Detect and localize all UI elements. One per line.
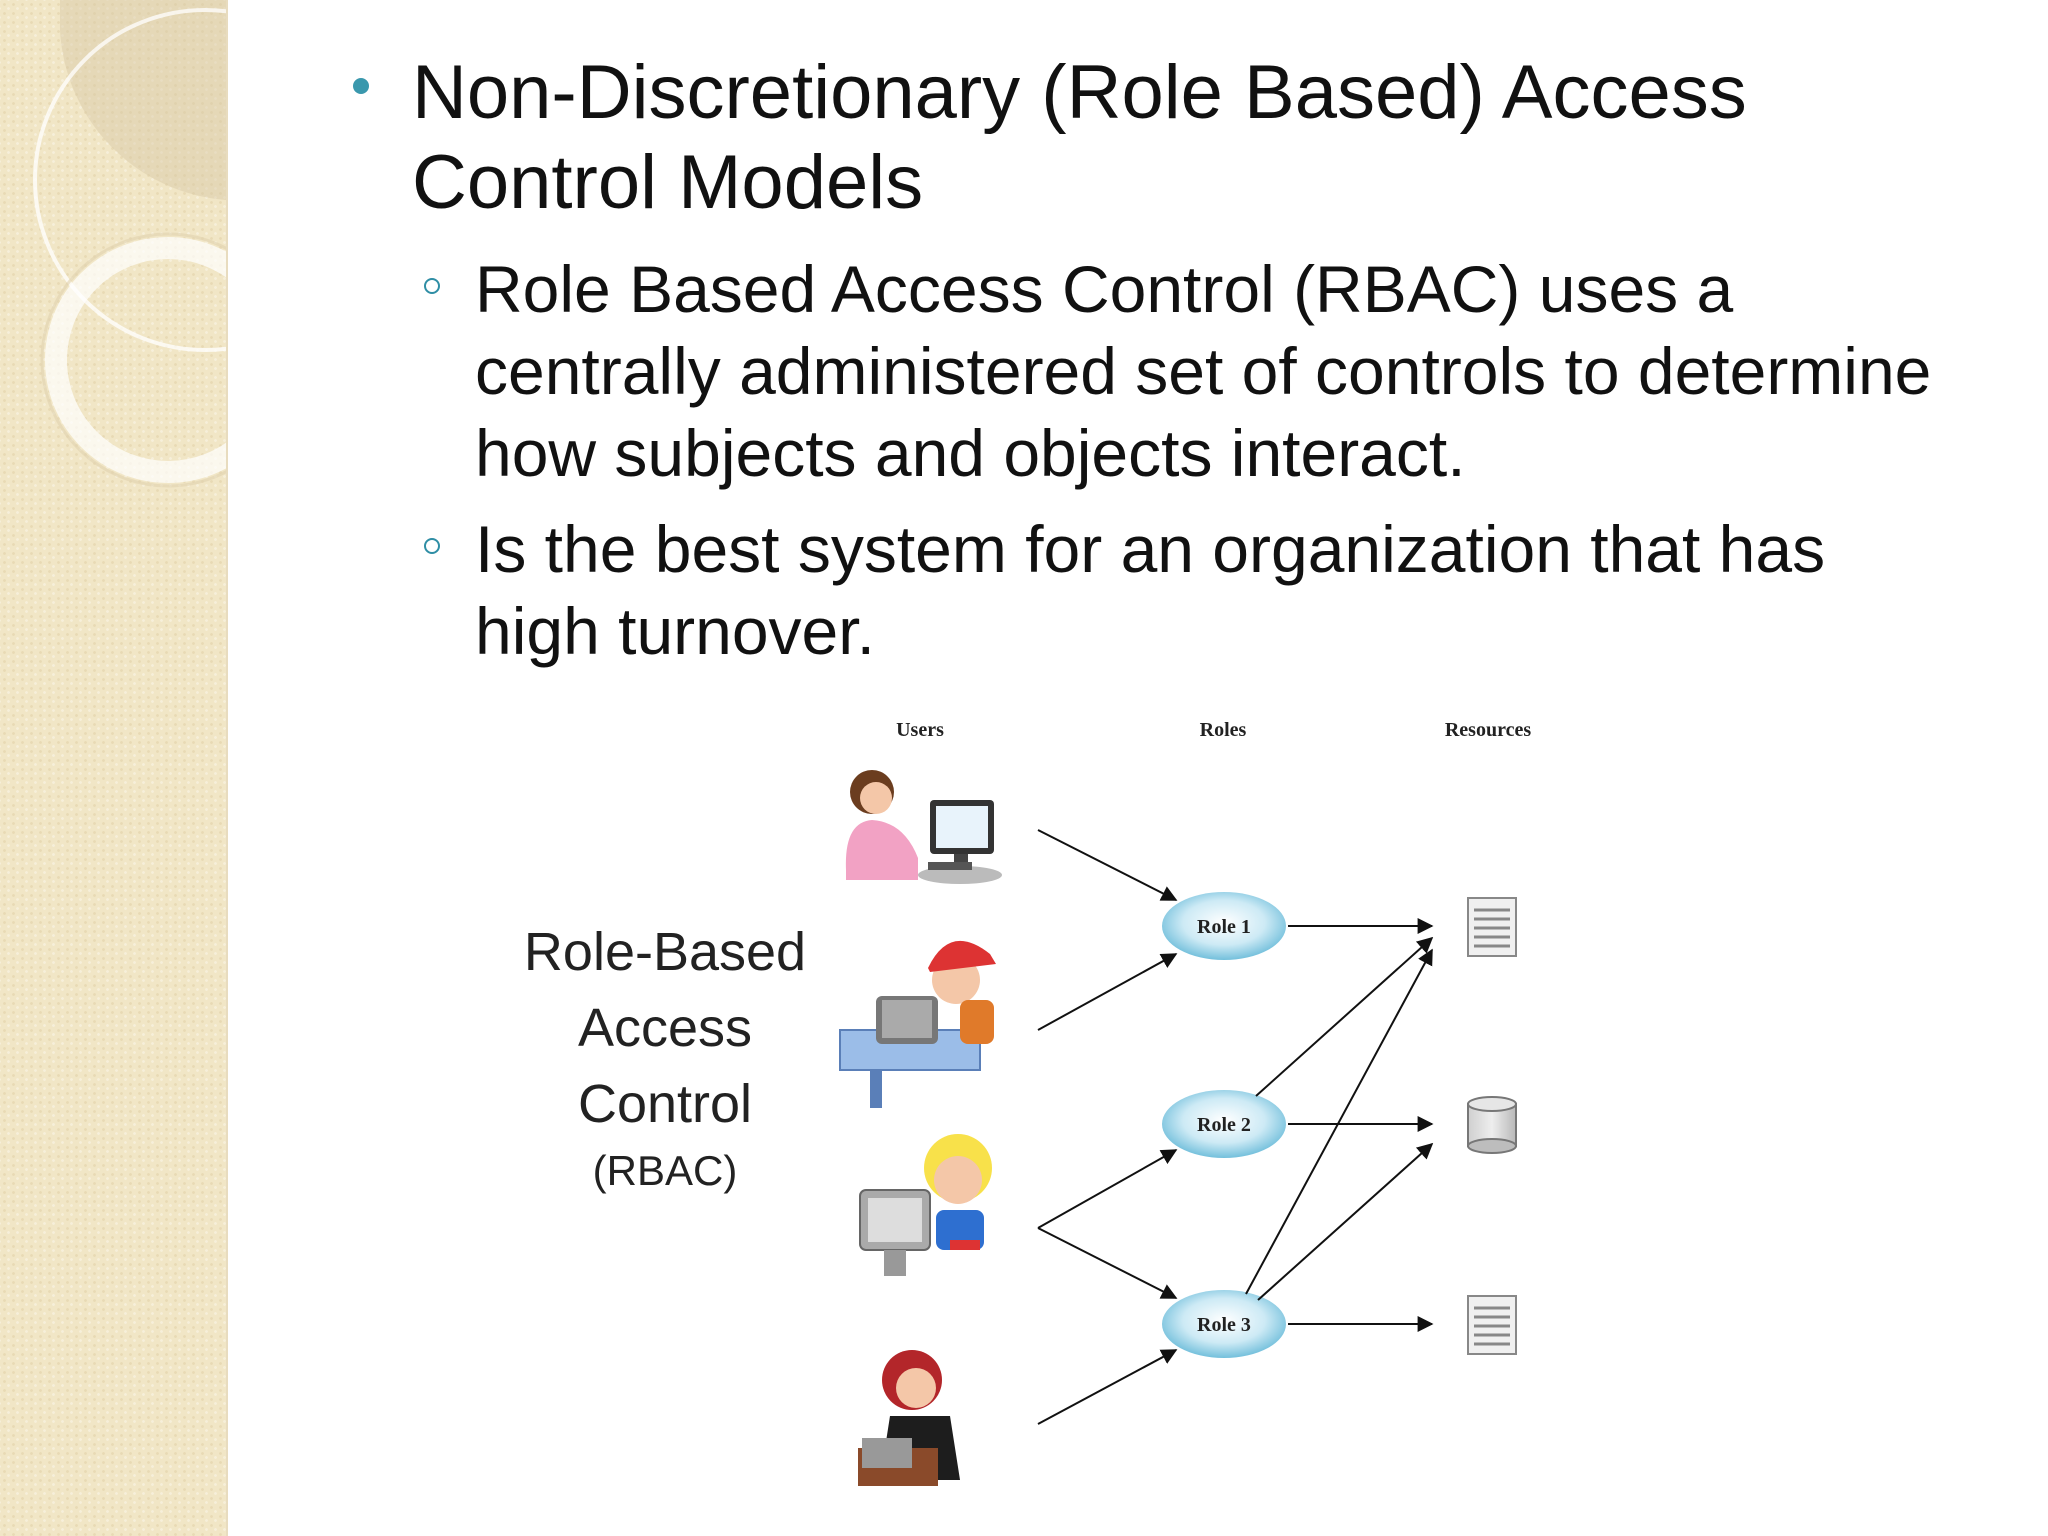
bullet-text-2: Is the best system for an organization t… bbox=[475, 512, 1826, 668]
rbac-label-abbr: (RBAC) bbox=[592, 1147, 738, 1194]
user-1-icon bbox=[845, 770, 1002, 884]
user-role-arrows bbox=[1037, 829, 1178, 1425]
role-2-node: Role 2 bbox=[1162, 1090, 1286, 1158]
user-2-icon bbox=[839, 940, 996, 1108]
sub-bullet-1 bbox=[424, 278, 440, 294]
resource-2-database-icon bbox=[1467, 1096, 1517, 1154]
role-3-node: Role 3 bbox=[1162, 1290, 1286, 1358]
decorative-rings bbox=[33, 0, 226, 488]
role-1-node: Role 1 bbox=[1162, 892, 1286, 960]
rbac-label: Role-Based Access Control (RBAC) bbox=[520, 914, 810, 1200]
role-2-label: Role 2 bbox=[1197, 1114, 1251, 1136]
resource-3-document-icon bbox=[1467, 1295, 1517, 1355]
role-3-label: Role 3 bbox=[1197, 1314, 1251, 1336]
rbac-label-line2: Access bbox=[577, 998, 753, 1058]
bullet-text-1: Role Based Access Control (RBAC) uses a … bbox=[475, 252, 1932, 490]
decorative-sidebar bbox=[0, 0, 228, 1536]
users-column-header: Users bbox=[896, 719, 944, 741]
role-resource-arrows bbox=[1245, 918, 1434, 1332]
title-bullet bbox=[353, 78, 369, 94]
resource-1-document-icon bbox=[1467, 897, 1517, 957]
role-1-label: Role 1 bbox=[1197, 916, 1251, 938]
rbac-label-line1: Role-Based bbox=[523, 922, 807, 982]
slide-title: Non-Discretionary (Role Based) Access Co… bbox=[412, 50, 1747, 225]
rbac-diagram: Users Roles Resources bbox=[839, 719, 1531, 1486]
rbac-label-line3: Control bbox=[577, 1074, 753, 1134]
sub-bullet-2 bbox=[424, 538, 440, 554]
roles-column-header: Roles bbox=[1200, 719, 1247, 741]
resources-column-header: Resources bbox=[1445, 719, 1531, 741]
user-3-icon bbox=[859, 1134, 992, 1276]
user-4-icon bbox=[858, 1350, 960, 1486]
